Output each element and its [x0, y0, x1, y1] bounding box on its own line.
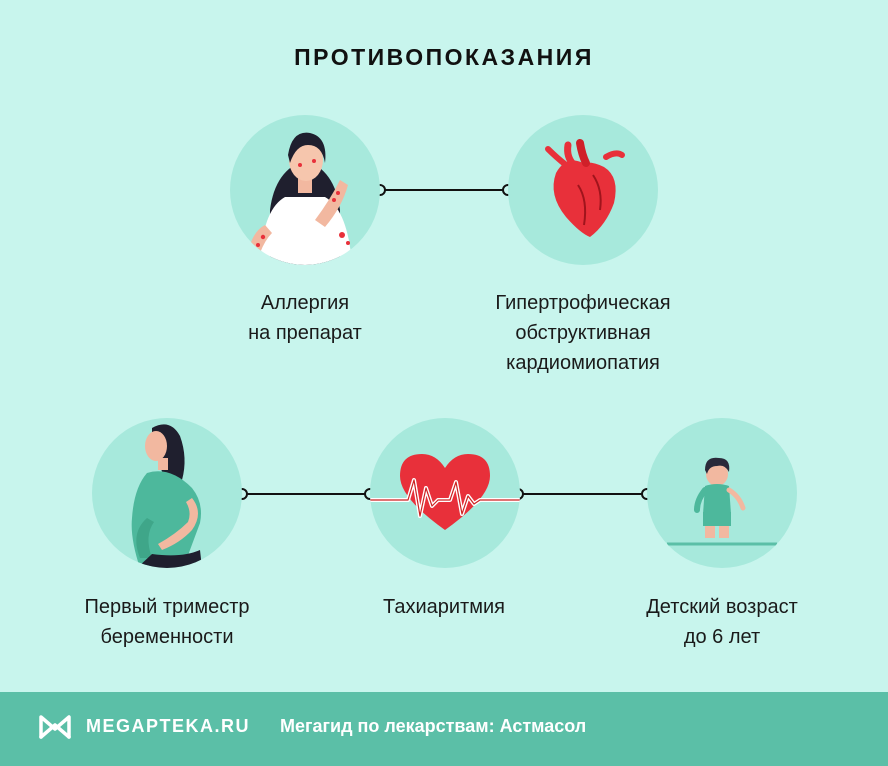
child-circle	[647, 418, 797, 568]
megapteka-logo-icon	[39, 715, 71, 739]
caption-cardiomyopathy: Гипертрофическая обструктивная кардиомио…	[495, 292, 671, 374]
caption-tachyarrhythmia: Тахиаритмия	[383, 596, 505, 618]
heart-pulse-icon	[370, 454, 520, 530]
heart-organ-icon	[545, 139, 625, 237]
footer-tagline: Мегагид по лекарствам: Астмасол	[280, 716, 587, 736]
pregnancy-circle	[92, 418, 242, 568]
caption-allergy: Аллергия на препарат	[248, 292, 362, 344]
allergy-circle	[230, 115, 380, 265]
tachyarrhythmia-circle	[370, 418, 520, 568]
pregnant-woman-icon	[131, 424, 202, 568]
caption-pregnancy: Первый триместр беременности	[84, 596, 250, 648]
woman-allergy-icon	[250, 132, 352, 265]
page-title: ПРОТИВОПОКАЗАНИЯ	[294, 44, 594, 70]
child-icon	[667, 457, 777, 546]
cardiomyopathy-circle	[508, 115, 658, 265]
brand-name[interactable]: MEGAPTEKA.RU	[86, 716, 251, 736]
caption-child-age: Детский возраст до 6 лет	[646, 596, 798, 648]
footer-bar: MEGAPTEKA.RU Мегагид по лекарствам: Астм…	[0, 692, 888, 766]
